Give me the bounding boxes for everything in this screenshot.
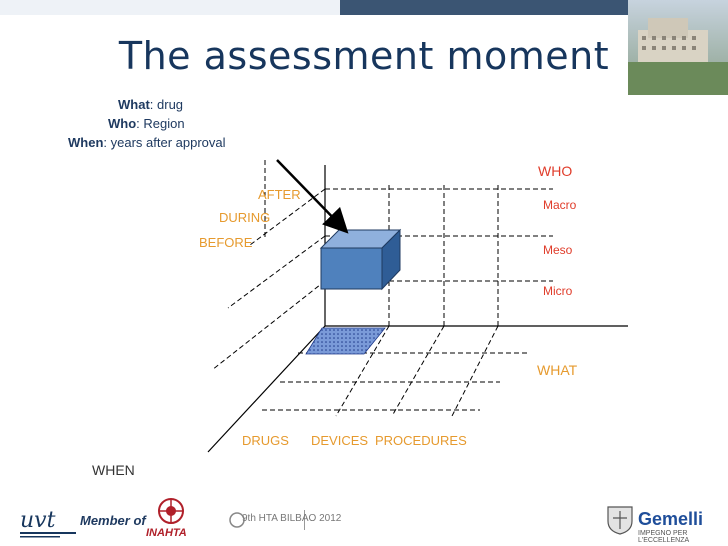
inahta-label: INAHTA: [146, 527, 187, 539]
who-level-micro: Micro: [543, 284, 573, 298]
what-axis-label: WHAT: [537, 362, 578, 378]
header-bar: [0, 0, 728, 15]
label-during: DURING: [219, 210, 271, 225]
svg-text:uvt: uvt: [20, 508, 56, 533]
label-after: AFTER: [258, 187, 301, 202]
label-before: BEFORE: [199, 235, 253, 250]
floor-highlight: [305, 327, 386, 355]
meta-when: When: years after approval: [68, 135, 226, 150]
when-axis-line: [207, 325, 326, 453]
gemelli-tagline: IMPEGNO PER L'ECCELLENZA: [638, 530, 690, 544]
what-cat-procedures: PROCEDURES: [375, 433, 467, 448]
hta-2012-badge-shape: [229, 510, 305, 530]
what-cat-drugs: DRUGS: [242, 433, 289, 448]
hta-2012-badge: 9th HTA BILBAO 2012: [242, 513, 342, 524]
when-axis-label: WHEN: [92, 462, 135, 478]
hospital-photo: [628, 0, 728, 95]
inahta-logo: [158, 498, 184, 524]
meta-what: What: drug: [118, 97, 184, 112]
who-axis-label: WHO: [538, 163, 573, 179]
member-of-label: Member of: [80, 513, 146, 528]
footer: uvt Member of INAHTA 9th HTA BILBAO 2012…: [0, 495, 728, 546]
dashed-grid: [211, 160, 553, 417]
gemelli-logo: Gemelli: [638, 509, 704, 529]
uvt-logo: uvt: [20, 508, 76, 538]
gemelli-crest: [607, 506, 633, 535]
slide-title: The assessment moment: [118, 34, 610, 78]
who-level-meso: Meso: [543, 243, 573, 257]
what-cat-devices: DEVICES: [311, 433, 369, 448]
meta-who: Who: Region: [108, 116, 185, 131]
assessment-cube: [319, 228, 402, 291]
pointer-arrow: [276, 159, 349, 234]
who-level-macro: Macro: [543, 198, 577, 212]
